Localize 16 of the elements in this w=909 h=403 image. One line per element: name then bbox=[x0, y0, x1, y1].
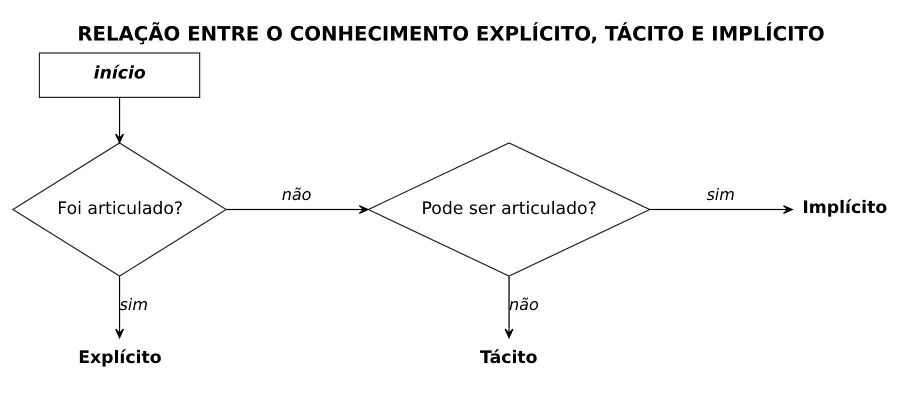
arrow bbox=[226, 205, 369, 214]
arrow bbox=[650, 205, 793, 214]
node-box: início bbox=[38, 52, 200, 98]
node-text: Explícito bbox=[78, 348, 162, 368]
edge-label: sim bbox=[120, 294, 148, 314]
node-diamond: Foi articulado? bbox=[12, 142, 228, 277]
node-text: Tácito bbox=[480, 348, 538, 368]
edge-label: não bbox=[509, 294, 539, 314]
arrow bbox=[115, 98, 124, 144]
node-text: Implícito bbox=[802, 198, 888, 218]
diagram-title: RELAÇÃO ENTRE O CONHECIMENTO EXPLÍCITO, TÁCITO E IMPLÍCITO bbox=[77, 22, 825, 46]
edge-label: não bbox=[282, 185, 312, 204]
arrow bbox=[115, 276, 124, 338]
node-diamond: Pode ser articulado? bbox=[366, 142, 652, 277]
edge-label: sim bbox=[706, 185, 735, 204]
arrow bbox=[504, 276, 514, 338]
